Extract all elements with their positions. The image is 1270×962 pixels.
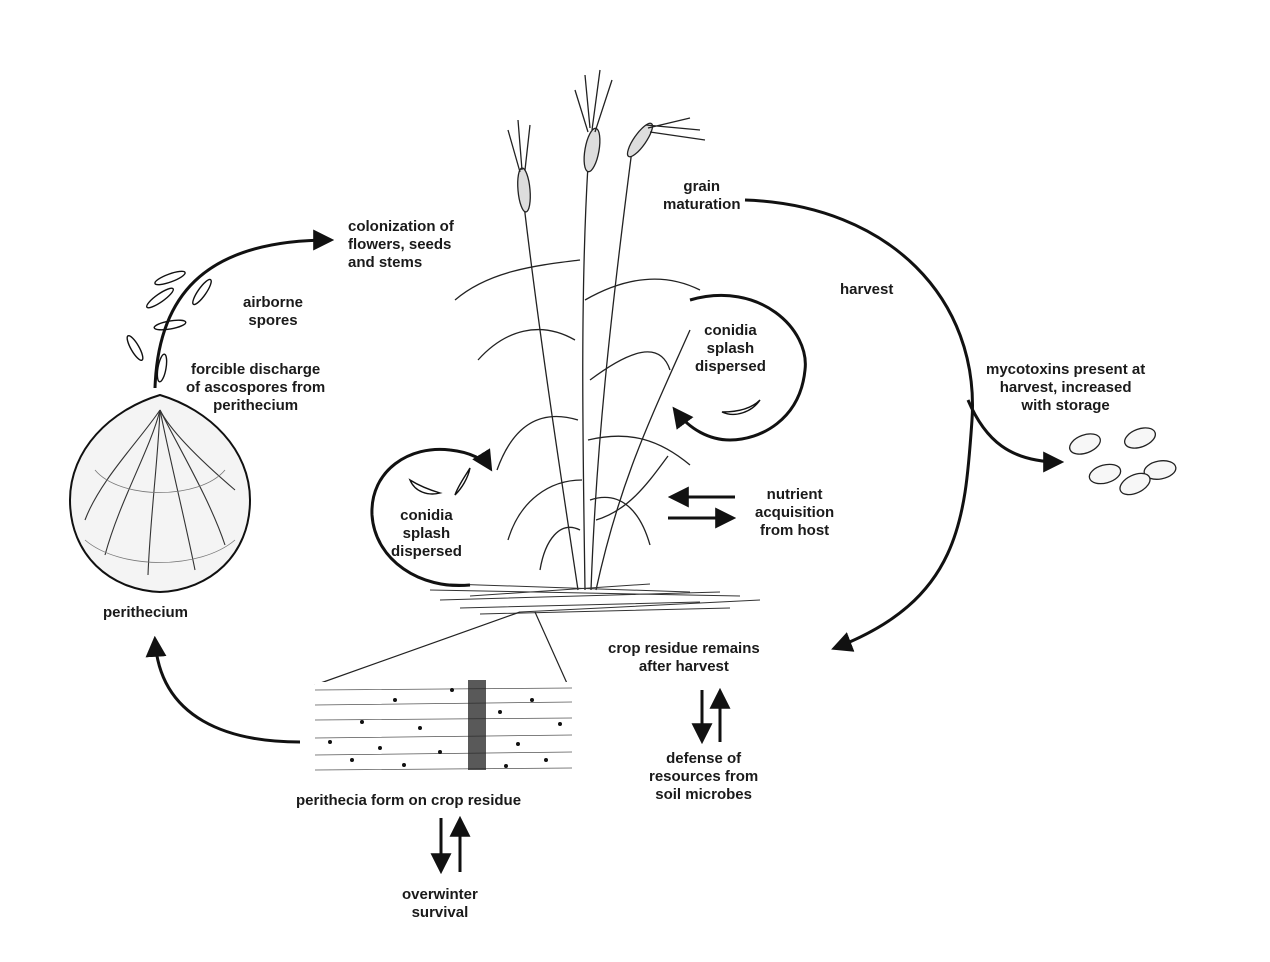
- label-conidia-upper: conidia splash dispersed: [695, 322, 766, 375]
- residue-mat: [429, 583, 761, 615]
- label-mycotoxins: mycotoxins present at harvest, increased…: [986, 361, 1146, 414]
- label-perithecia-form: perithecia form on crop residue: [296, 792, 522, 809]
- wheat-plant-illustration: [454, 69, 706, 591]
- arrow-harvest: [744, 198, 974, 652]
- arrow-upper-conidia-loop: [672, 293, 807, 442]
- label-perithecium: perithecium: [103, 604, 189, 621]
- arrow-to-colonization: [153, 229, 335, 389]
- crop-residue-section-illustration: [314, 611, 573, 774]
- label-airborne-spores: airborne spores: [243, 294, 304, 329]
- ascospore-icon: [126, 270, 212, 383]
- label-crop-residue: crop residue remains after harvest: [608, 640, 760, 675]
- label-overwinter: overwinter survival: [402, 886, 478, 921]
- label-conidia-lower: conidia splash dispersed: [391, 507, 462, 560]
- exchange-arrows: [430, 486, 737, 875]
- cycle-arrows: [145, 198, 1065, 744]
- arrow-lower-conidia-loop: [370, 447, 493, 588]
- label-harvest: harvest: [840, 281, 894, 298]
- conidium-icon: [408, 399, 761, 496]
- arrow-to-grains: [966, 399, 1065, 473]
- perithecium-illustration: [68, 393, 252, 594]
- label-colonization: colonization of flowers, seeds and stems: [348, 218, 454, 271]
- arrow-to-perithecium: [145, 635, 301, 744]
- label-grain-maturation: grain maturation: [663, 178, 741, 213]
- label-nutrient-acquisition: nutrient acquisition from host: [755, 486, 835, 539]
- label-defense: defense of resources from soil microbes: [649, 750, 759, 803]
- grain-kernel-icon: [1069, 427, 1177, 496]
- label-forcible-discharge: forcible discharge of ascospores from pe…: [186, 361, 326, 414]
